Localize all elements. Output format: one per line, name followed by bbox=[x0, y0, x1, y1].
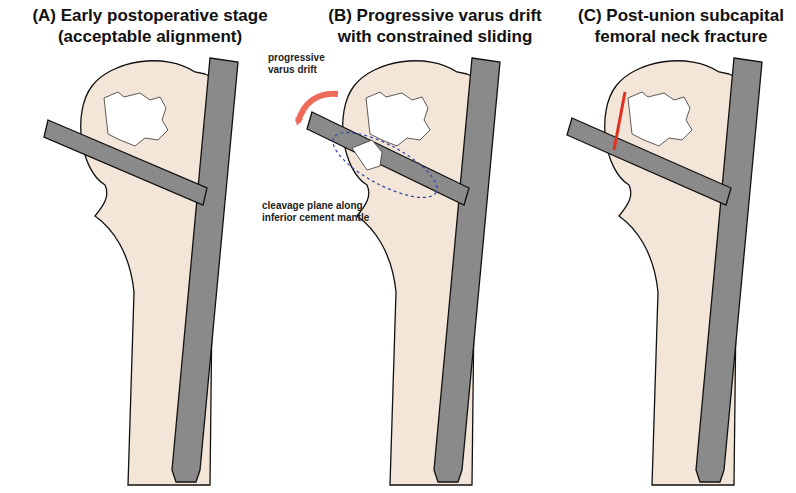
annotation: cleavage plane along inferior cement man… bbox=[262, 200, 387, 223]
cleavage-plane-outline bbox=[324, 120, 445, 210]
fracture-line bbox=[614, 92, 625, 150]
panel-subtitle: (acceptable alignment) bbox=[20, 27, 280, 47]
panel-title: (C) Post-union subcapital bbox=[572, 6, 790, 26]
varus-arrow bbox=[298, 94, 338, 122]
panel-title: (A) Early postoperative stage bbox=[20, 6, 280, 26]
panel-title: (B) Progressive varus drift bbox=[300, 6, 570, 26]
cement-void bbox=[352, 140, 382, 170]
lag-screw bbox=[307, 112, 469, 205]
panel-subtitle: with constrained sliding bbox=[300, 27, 570, 47]
intramedullary-nail bbox=[172, 58, 238, 482]
lag-screw bbox=[567, 118, 731, 205]
lag-screw bbox=[44, 120, 207, 205]
intramedullary-nail bbox=[434, 58, 500, 482]
intramedullary-nail bbox=[696, 58, 762, 482]
panel-subtitle: femoral neck fracture bbox=[572, 27, 790, 47]
annotation: progressive varus drift bbox=[268, 52, 330, 75]
